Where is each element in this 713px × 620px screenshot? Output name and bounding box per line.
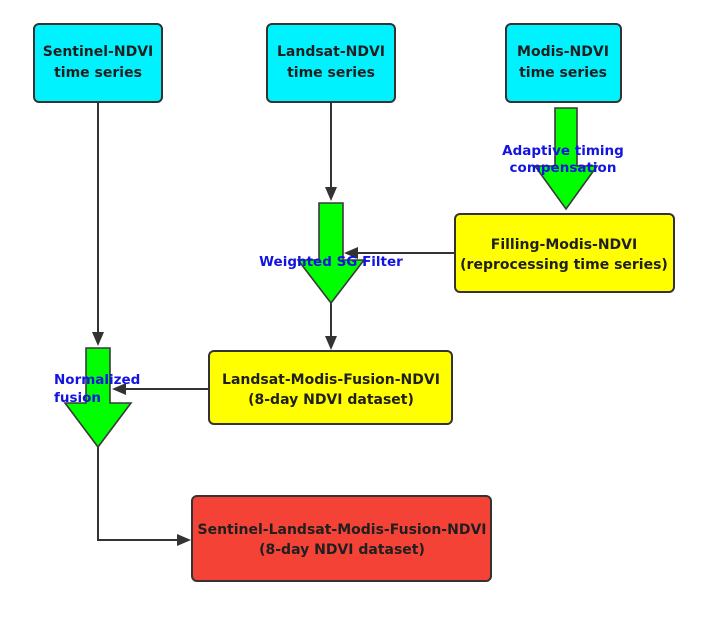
modis-box: [505, 23, 622, 103]
normalized-label-line2: fusion: [54, 390, 101, 406]
sg-filter-arrow: [296, 202, 366, 305]
landsat-box: [266, 23, 396, 103]
connector-normalized-to-final: [97, 447, 178, 541]
process-arrows: [63, 107, 599, 449]
arrowhead-sentinel: [92, 332, 104, 346]
arrowhead-filling: [344, 247, 358, 259]
normalized-fusion-arrow: [63, 347, 133, 449]
connectors: [92, 103, 455, 546]
filling-subtitle: (reprocessing time series): [460, 257, 668, 273]
arrowhead-landsat: [325, 187, 337, 201]
adaptive-label-line1: Adaptive timing: [502, 143, 624, 159]
normalized-label-line1: Normalized: [54, 372, 140, 388]
modis-subtitle: time series: [519, 65, 607, 81]
fusion-title: Landsat-Modis-Fusion-NDVI: [222, 372, 440, 388]
sentinel-subtitle: time series: [54, 65, 142, 81]
arrowhead-sg: [325, 336, 337, 350]
modis-title: Modis-NDVI: [517, 44, 609, 60]
sg-filter-label: Weighted SG Filter: [259, 254, 403, 270]
process-labels: Adaptive timing compensation Weighted SG…: [54, 143, 624, 406]
final-box: [191, 495, 492, 582]
node-final: Sentinel-Landsat-Modis-Fusion-NDVI (8-da…: [191, 495, 492, 582]
node-modis: Modis-NDVI time series: [505, 23, 622, 103]
sentinel-box: [33, 23, 163, 103]
final-subtitle: (8-day NDVI dataset): [259, 542, 425, 558]
arrowhead-final: [177, 534, 191, 546]
node-fusion: Landsat-Modis-Fusion-NDVI (8-day NDVI da…: [208, 350, 453, 425]
landsat-subtitle: time series: [287, 65, 375, 81]
node-sentinel: Sentinel-NDVI time series: [33, 23, 163, 103]
landsat-title: Landsat-NDVI: [277, 44, 385, 60]
filling-title: Filling-Modis-NDVI: [491, 237, 637, 253]
final-title: Sentinel-Landsat-Modis-Fusion-NDVI: [197, 522, 486, 538]
node-landsat: Landsat-NDVI time series: [266, 23, 396, 103]
adaptive-timing-arrow: [533, 107, 599, 211]
arrowhead-fusion: [112, 383, 126, 395]
sentinel-title: Sentinel-NDVI: [43, 44, 154, 60]
adaptive-label-line2: compensation: [510, 160, 617, 176]
fusion-subtitle: (8-day NDVI dataset): [248, 392, 414, 408]
fusion-box: [208, 350, 453, 425]
node-filling: Filling-Modis-NDVI (reprocessing time se…: [454, 213, 675, 293]
filling-box: [454, 213, 675, 293]
